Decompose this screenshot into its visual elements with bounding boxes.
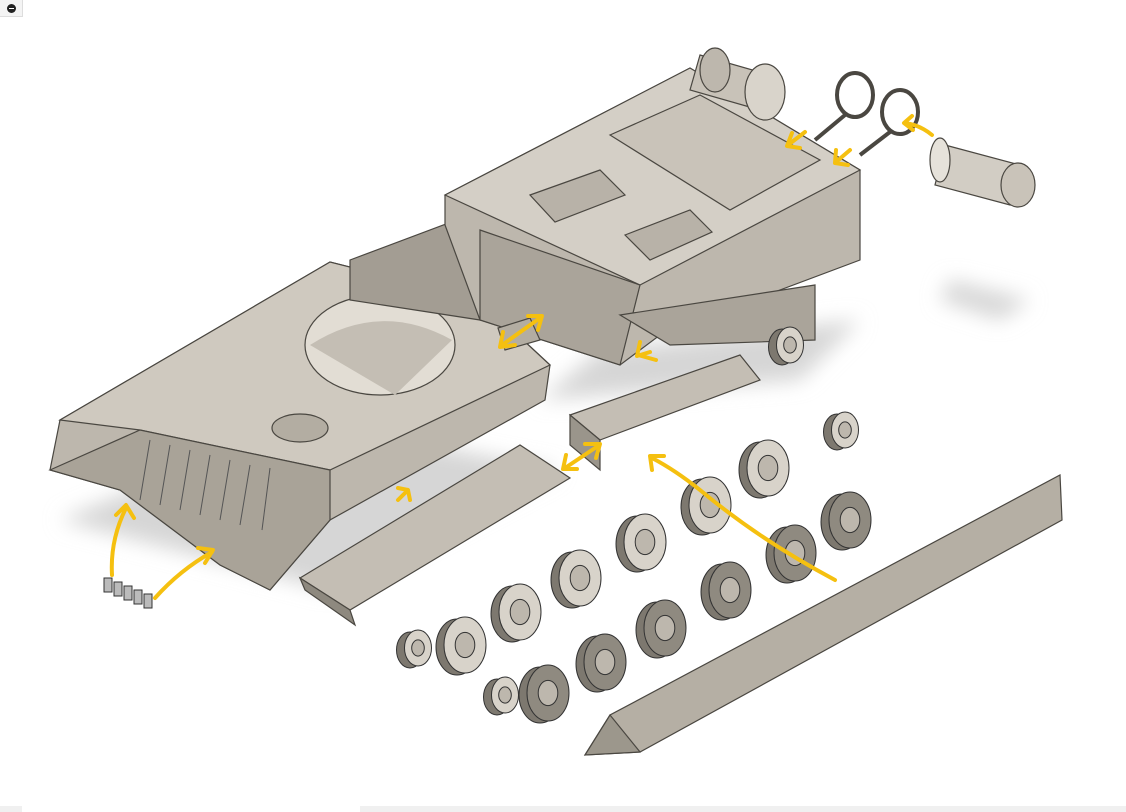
collapse-button[interactable] (0, 0, 23, 17)
arrow-annotation (498, 314, 544, 349)
status-bar (360, 806, 1126, 812)
wheel-hub (537, 679, 559, 707)
wheel-hub (838, 421, 852, 439)
road-wheels (396, 326, 872, 724)
minus-circle-icon (6, 3, 16, 13)
road-wheel (435, 616, 487, 676)
road-wheel (765, 524, 817, 584)
status-bar-left (0, 806, 22, 812)
wheel-hub (454, 631, 476, 659)
wheel-hub (839, 506, 861, 534)
arrow-annotation (648, 454, 837, 582)
wheel-hub (594, 648, 616, 676)
front-hull (48, 261, 552, 591)
arrow-annotation (635, 340, 658, 362)
road-wheel (700, 561, 752, 621)
arrow-annotation (902, 114, 934, 137)
road-wheel (518, 664, 570, 724)
arrow-annotation (561, 442, 602, 471)
wheel-hub (509, 598, 531, 626)
wheel-hub (654, 614, 676, 642)
wheel-hub (719, 576, 741, 604)
road-wheel (550, 549, 602, 609)
road-wheel (680, 476, 732, 536)
rear-hull (349, 67, 862, 366)
road-wheel (490, 583, 542, 643)
road-wheel (823, 411, 859, 451)
exhaust-tubes (689, 47, 1036, 208)
road-wheel (483, 676, 519, 716)
road-wheel (820, 491, 872, 551)
arrow-annotation (109, 503, 136, 577)
arrow-annotation (396, 486, 412, 502)
road-wheel (768, 326, 804, 366)
wheel-hub (783, 336, 797, 354)
road-wheel (635, 599, 687, 659)
annotation-arrows (109, 114, 934, 600)
side-skirt (583, 474, 1063, 756)
arrow-annotation (785, 130, 807, 150)
wheel-hub (634, 528, 656, 556)
wheel-hub (411, 639, 425, 657)
wheel-hub (569, 564, 591, 592)
road-wheel (396, 629, 432, 669)
arrow-annotation (833, 148, 852, 167)
road-wheel (738, 439, 790, 499)
track-links (103, 577, 153, 609)
suspension-trays (298, 284, 816, 627)
road-wheel (575, 633, 627, 693)
tube-clamps (813, 71, 920, 157)
wheel-hub (757, 454, 779, 482)
road-wheel (615, 513, 667, 573)
arrow-annotation (153, 546, 215, 600)
wheel-hub (498, 686, 512, 704)
